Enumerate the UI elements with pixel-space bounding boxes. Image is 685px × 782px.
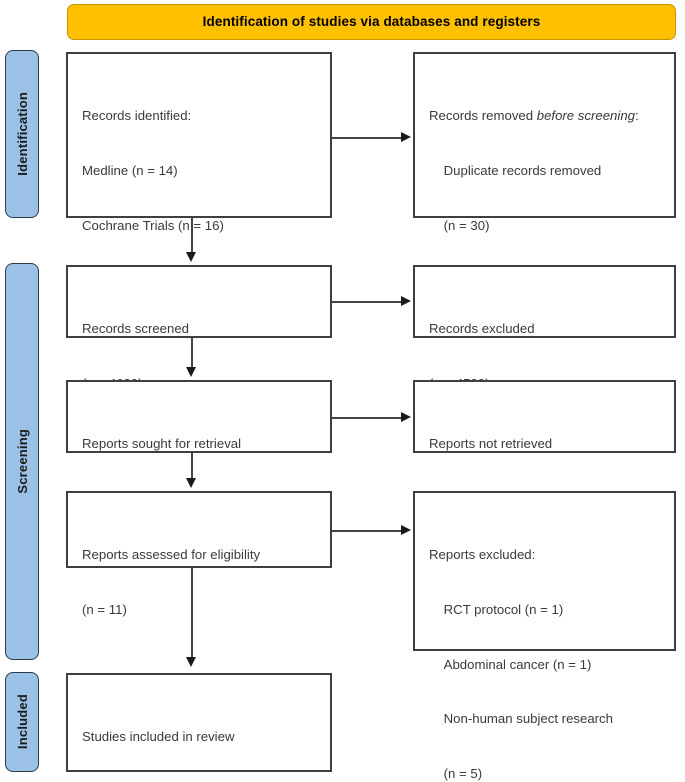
reports-sought-line-1: Reports sought for retrieval [82, 436, 242, 452]
reports-assessed-line-1: Reports assessed for eligibility [82, 547, 261, 563]
box-studies-included: Studies included in review (n = 4) Repor… [66, 673, 332, 772]
connector-assessed-to-excluded [332, 530, 403, 532]
records-removed-line-2: Duplicate records removed [429, 163, 602, 179]
box-reports-not-retrieved: Reports not retrieved (n = 0) [413, 380, 676, 506]
records-removed-colon: : [635, 108, 639, 124]
records-removed-line-3: (n = 30) [429, 217, 490, 233]
stage-rail-label-screening: Screening [14, 429, 30, 494]
arrow-right-to-records-excluded [401, 296, 411, 306]
phase-banner-label: Identification of studies via databases … [202, 13, 541, 29]
connector-identified-to-removed [332, 137, 403, 139]
records-identified-line-2: Medline (n = 14) [82, 163, 178, 179]
box-reports-excluded-text: Reports excluded: RCT protocol (n = 1) A… [429, 510, 664, 782]
arrow-down-to-reports-sought [186, 367, 196, 377]
reports-excluded-line-3: Abdominal cancer (n = 1) [429, 656, 592, 672]
box-reports-sought: Reports sought for retrieval (n = 11) [66, 380, 332, 506]
arrow-down-to-reports-assessed [186, 478, 196, 488]
box-reports-assessed-text: Reports assessed for eligibility (n = 11… [82, 510, 320, 656]
records-removed-lead: Records removed [429, 108, 537, 124]
records-excluded-line-1: Records excluded [429, 321, 535, 337]
connector-screened-to-excluded [332, 301, 403, 303]
connector-sought-to-not-retrieved [332, 417, 403, 419]
phase-banner-identification: Identification of studies via databases … [67, 4, 676, 40]
arrow-right-to-reports-excluded [401, 525, 411, 535]
connector-identified-to-screened [191, 218, 193, 255]
box-reports-excluded: Reports excluded: RCT protocol (n = 1) A… [413, 491, 676, 781]
reports-not-retrieved-line-1: Reports not retrieved [429, 436, 553, 452]
records-identified-line-1: Records identified: [82, 108, 192, 124]
box-records-screened: Records screened (n = 4630) [66, 265, 332, 391]
connector-sought-to-assessed [191, 453, 193, 481]
box-records-excluded: Records excluded (n = 4589) [413, 265, 676, 391]
connector-screened-to-sought [191, 338, 193, 370]
reports-excluded-line-2: RCT protocol (n = 1) [429, 602, 564, 618]
box-records-identified: Records identified: Medline (n = 14) Coc… [66, 52, 332, 287]
reports-assessed-line-2: (n = 11) [82, 602, 127, 618]
box-studies-included-text: Studies included in review (n = 4) Repor… [82, 692, 320, 782]
box-records-removed-text: Records removed before screening: Duplic… [429, 71, 664, 271]
records-removed-line-1: Records removed before screening: [429, 107, 664, 125]
reports-excluded-line-5: (n = 5) [429, 766, 483, 782]
records-identified-line-3: Cochrane Trials (n = 16) [82, 217, 224, 233]
stage-rail-identification: Identification [5, 50, 39, 218]
box-records-removed: Records removed before screening: Duplic… [413, 52, 676, 233]
arrow-right-to-records-removed [401, 132, 411, 142]
stage-rail-screening: Screening [5, 263, 39, 660]
records-removed-emphasis: before screening [536, 108, 635, 124]
records-screened-line-1: Records screened [82, 321, 190, 337]
arrow-down-to-studies-included [186, 657, 196, 667]
connector-assessed-to-included [191, 568, 193, 660]
stage-rail-label-included: Included [14, 694, 30, 750]
reports-excluded-line-4: Non-human subject research [429, 711, 613, 727]
reports-excluded-line-1: Reports excluded: [429, 547, 536, 563]
stage-rail-label-identification: Identification [14, 92, 30, 176]
box-reports-assessed: Reports assessed for eligibility (n = 11… [66, 491, 332, 617]
arrow-down-to-records-screened [186, 252, 196, 262]
studies-included-line-1: Studies included in review [82, 729, 235, 745]
arrow-right-to-reports-not-retrieved [401, 412, 411, 422]
stage-rail-included: Included [5, 672, 39, 772]
